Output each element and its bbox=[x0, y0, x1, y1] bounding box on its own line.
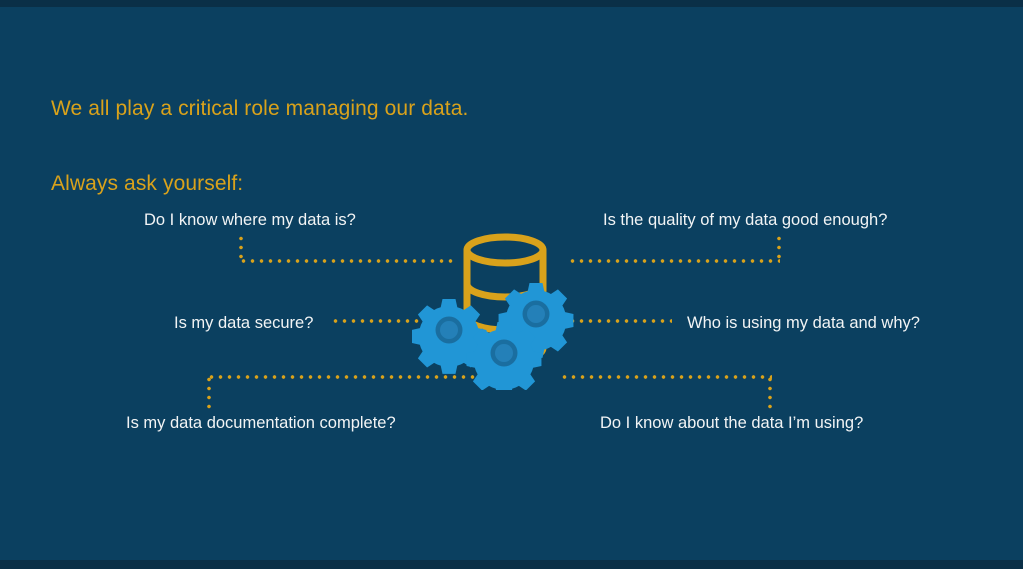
connector-top-left-horizontal bbox=[239, 259, 455, 263]
question-label-quality: Is the quality of my data good enough? bbox=[603, 211, 888, 229]
database-gears-graphic bbox=[412, 222, 588, 390]
slide-heading: We all play a critical role managing our… bbox=[51, 46, 468, 246]
connector-bottom-left-horizontal bbox=[207, 375, 479, 379]
heading-line-2: Always ask yourself: bbox=[51, 172, 244, 195]
connector-top-right-vertical bbox=[777, 234, 781, 262]
connector-top-right-horizontal bbox=[568, 259, 780, 263]
heading-line-1: We all play a critical role managing our… bbox=[51, 97, 469, 120]
gear-icon-center bbox=[466, 322, 542, 390]
connector-middle-left-horizontal bbox=[331, 319, 435, 323]
top-letterbox-bar bbox=[0, 0, 1023, 7]
connector-bottom-right-vertical bbox=[768, 375, 772, 409]
question-label-documentation: Is my data documentation complete? bbox=[126, 414, 396, 432]
bottom-letterbox-bar bbox=[0, 560, 1023, 569]
connector-top-left-vertical bbox=[239, 234, 243, 262]
question-label-about: Do I know about the data I’m using? bbox=[600, 414, 864, 432]
connector-bottom-right-horizontal bbox=[560, 375, 772, 379]
question-label-who: Who is using my data and why? bbox=[687, 314, 920, 332]
connector-middle-right-horizontal bbox=[568, 319, 672, 323]
question-label-where: Do I know where my data is? bbox=[144, 211, 356, 229]
connector-bottom-left-vertical bbox=[207, 375, 211, 409]
question-label-secure: Is my data secure? bbox=[174, 314, 314, 332]
